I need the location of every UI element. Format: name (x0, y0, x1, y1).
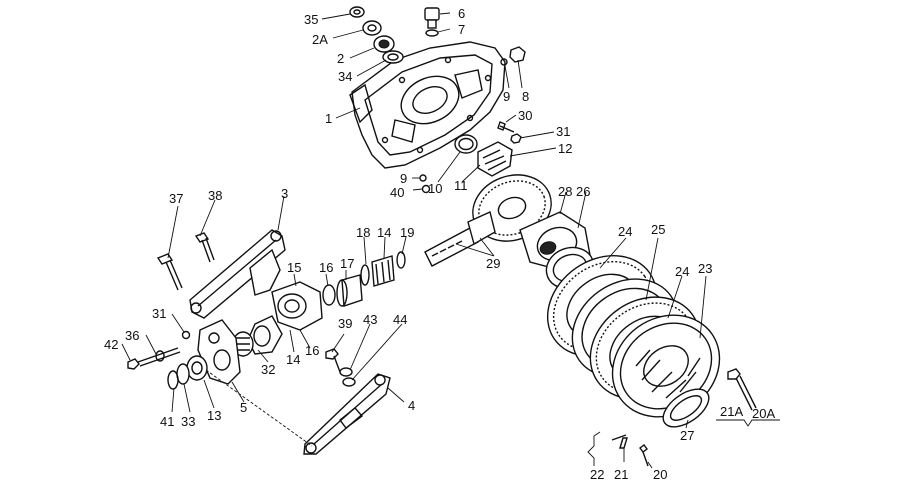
callout-31-low: 31 (152, 306, 166, 321)
callout-19: 19 (400, 225, 414, 240)
callout-4: 4 (408, 398, 415, 413)
callout-7: 7 (458, 22, 465, 37)
arm-4 (205, 348, 391, 455)
arm-3 (156, 229, 286, 319)
bolt-20A-21A (716, 368, 780, 427)
callout-11: 11 (454, 178, 468, 193)
callout-9-top: 9 (503, 89, 510, 104)
callout-27: 27 (680, 428, 694, 443)
callout-labels: 35 2A 2 34 1 6 7 9 8 30 31 12 9 40 10 11… (104, 6, 775, 482)
callout-20: 20 (653, 467, 667, 482)
callout-26: 26 (576, 184, 590, 199)
pin-set-20-21-22 (587, 431, 649, 467)
callout-44: 44 (393, 312, 407, 327)
callout-2A: 2A (312, 32, 328, 47)
callout-15: 15 (287, 260, 301, 275)
callout-42: 42 (104, 337, 118, 352)
leader-lines (121, 12, 707, 469)
callout-30: 30 (518, 108, 532, 123)
callout-43: 43 (363, 312, 377, 327)
callout-14-low: 14 (286, 352, 300, 367)
callout-23: 23 (698, 261, 712, 276)
axle-assembly (232, 251, 406, 357)
callout-13: 13 (207, 408, 221, 423)
callout-32: 32 (261, 362, 275, 377)
callout-12: 12 (558, 141, 572, 156)
callout-16-low: 16 (305, 343, 319, 358)
gear-housing (349, 41, 506, 169)
callout-21A: 21A (720, 404, 743, 419)
callout-28: 28 (558, 184, 572, 199)
callout-40: 40 (390, 185, 404, 200)
callout-18: 18 (356, 225, 370, 240)
callout-5: 5 (240, 400, 247, 415)
callout-34: 34 (338, 69, 352, 84)
callout-24-right: 24 (675, 264, 689, 279)
callout-10: 10 (428, 181, 442, 196)
callout-41: 41 (160, 414, 174, 429)
brake-disc-stack (546, 255, 721, 428)
callout-8: 8 (522, 89, 529, 104)
callout-14-top: 14 (377, 225, 391, 240)
callout-36: 36 (125, 328, 139, 343)
callout-31-top: 31 (556, 124, 570, 139)
callout-3: 3 (281, 186, 288, 201)
housing-top-parts (349, 6, 526, 144)
bracket-5 (127, 319, 241, 390)
callout-1: 1 (325, 111, 332, 126)
callout-35: 35 (304, 12, 318, 27)
callout-6: 6 (458, 6, 465, 21)
callout-37: 37 (169, 191, 183, 206)
callout-9-low: 9 (400, 171, 407, 186)
callout-24-left: 24 (618, 224, 632, 239)
bearing-set-10-11-12 (419, 134, 513, 194)
callout-17: 17 (340, 256, 354, 271)
callout-38: 38 (208, 188, 222, 203)
callout-33: 33 (181, 414, 195, 429)
callout-39: 39 (338, 316, 352, 331)
callout-16-top: 16 (319, 260, 333, 275)
callout-25: 25 (651, 222, 665, 237)
callout-22: 22 (590, 467, 604, 482)
callout-2: 2 (337, 51, 344, 66)
callout-21: 21 (614, 467, 628, 482)
callout-29: 29 (486, 256, 500, 271)
callout-20A: 20A (752, 406, 775, 421)
